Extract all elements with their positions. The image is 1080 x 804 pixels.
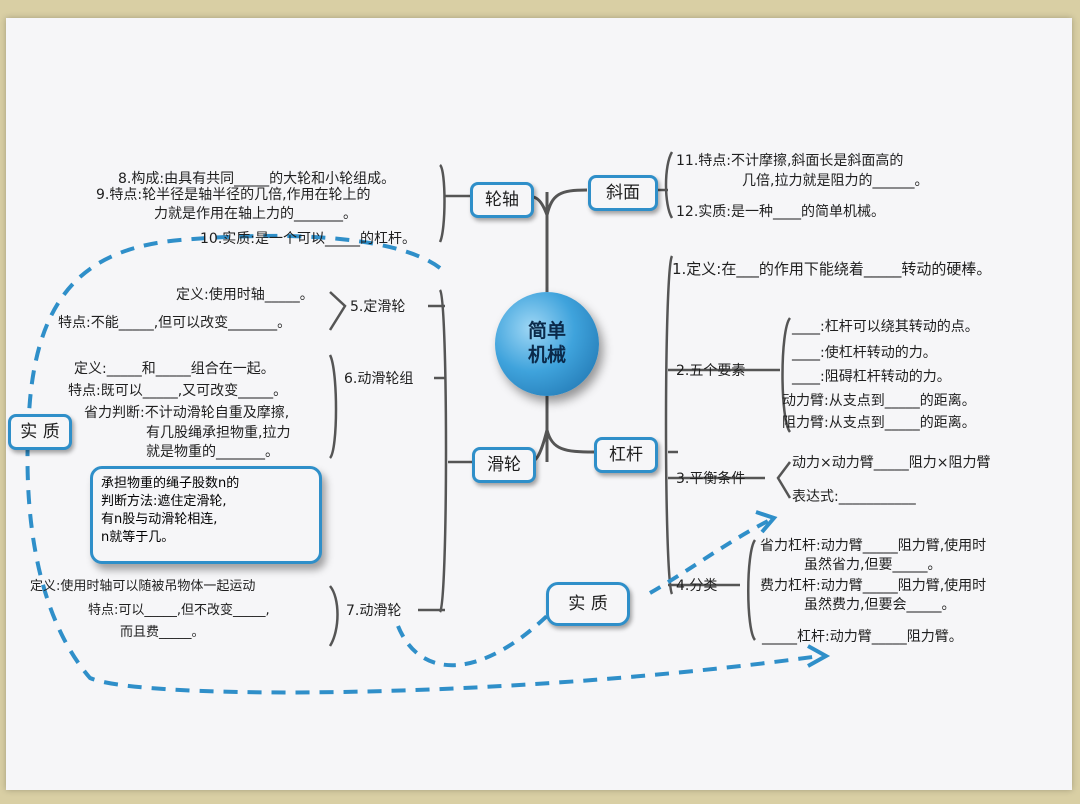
node-hualun: 滑轮	[472, 447, 536, 483]
gangan-five-label: 2.五个要素	[676, 363, 746, 379]
group-item-1: 定义:_____和_____组合在一起。	[74, 361, 275, 377]
fixed-label: 5.定滑轮	[350, 299, 406, 315]
group-item-5: 就是物重的_______。	[146, 444, 279, 460]
note-line-3: 有n股与动滑轮相连,	[101, 512, 218, 527]
branch-xiemian	[545, 188, 588, 216]
dashed-arrowhead-bottom	[807, 644, 831, 668]
note-line-2: 判断方法:遮住定滑轮,	[101, 494, 227, 509]
group-item-4: 有几股绳承担物重,拉力	[146, 425, 291, 441]
dashed-mid-curve	[396, 518, 771, 668]
dashed-arrowhead-mid	[755, 510, 778, 534]
center-node: 简单 机械	[495, 292, 599, 396]
gangan-five-item-5: 阻力臂:从支点到_____的距离。	[782, 415, 976, 431]
branch-gangan	[545, 429, 595, 454]
node-xiemian: 斜面	[588, 175, 658, 211]
movable-item-3: 而且费_____。	[120, 625, 205, 640]
fixed-item-1: 定义:使用时轴_____。	[176, 287, 314, 303]
group-item-2: 特点:既可以_____,又可改变_____。	[68, 383, 288, 399]
node-shizhi-mid: 实 质	[546, 582, 630, 626]
xiemian-item-2: 几倍,拉力就是阻力的______。	[742, 173, 929, 189]
lunzhou-item-1: 8.构成:由具有共同_____的大轮和小轮组成。	[118, 171, 396, 187]
group-item-3: 省力判断:不计动滑轮自重及摩擦,	[84, 405, 290, 421]
sub-classify	[668, 539, 757, 641]
gangan-five-item-3: ____:阻碍杠杆转动的力。	[792, 369, 951, 385]
gangan-classify-item-1: 省力杠杆:动力臂_____阻力臂,使用时	[760, 538, 987, 554]
lunzhou-item-4: 10.实质:是一个可以_____的杠杆。	[200, 231, 416, 247]
note-line-4: n就等于几。	[101, 530, 175, 545]
sub-five	[668, 317, 792, 433]
gangan-definition: 1.定义:在___的作用下能绕着_____转动的硬棒。	[672, 260, 992, 278]
lunzhou-item-2: 9.特点:轮半径是轴半径的几倍,作用在轮上的	[96, 187, 371, 203]
bracket-lunzhou	[438, 164, 470, 243]
gangan-classify-item-3: 费力杠杆:动力臂_____阻力臂,使用时	[760, 578, 987, 594]
xiemian-item-3: 12.实质:是一种____的简单机械。	[676, 204, 885, 220]
sub-group	[328, 354, 445, 459]
gangan-five-item-1: ____:杠杆可以绕其转动的点。	[792, 319, 979, 335]
node-lunzhou: 轮轴	[470, 182, 534, 218]
bracket-hualun	[438, 289, 472, 613]
sub-movable	[328, 585, 445, 647]
xiemian-item-1: 11.特点:不计摩擦,斜面长是斜面高的	[676, 153, 904, 169]
gangan-balance-label: 3.平衡条件	[676, 471, 746, 487]
bracket-xiemian	[656, 151, 674, 219]
gangan-classify-item-2: 虽然省力,但要_____。	[804, 557, 942, 573]
gangan-classify-item-5: _____杠杆:动力臂_____阻力臂。	[762, 629, 963, 645]
node-shizhi-left: 实 质	[8, 414, 72, 450]
paper-sheet	[6, 18, 1072, 790]
gangan-classify-item-4: 虽然费力,但要会_____。	[804, 597, 956, 613]
gangan-balance-line1: 动力×动力臂_____阻力×阻力臂	[792, 455, 991, 471]
center-line1: 简单	[527, 320, 566, 342]
note-line-1: 承担物重的绳子股数n的	[101, 476, 240, 491]
gangan-five-item-4: 动力臂:从支点到_____的距离。	[782, 393, 976, 409]
center-line2: 机械	[527, 344, 566, 366]
dashed-left-loop	[25, 233, 821, 695]
gangan-balance-line2: 表达式:___________	[792, 489, 916, 505]
movable-item-1: 定义:使用时轴可以随被吊物体一起运动	[30, 579, 256, 594]
fixed-item-2: 特点:不能_____,但可以改变_______。	[58, 315, 292, 331]
movable-label: 7.动滑轮	[346, 603, 402, 619]
lunzhou-item-3: 力就是作用在轴上力的_______。	[154, 206, 357, 222]
node-gangan: 杠杆	[594, 437, 658, 473]
gangan-classify-label: 4.分类	[676, 578, 718, 594]
group-label: 6.动滑轮组	[344, 371, 414, 387]
sub-fixed	[328, 291, 445, 331]
movable-item-2: 特点:可以_____,但不改变_____,	[88, 603, 270, 618]
gangan-five-item-2: ____:使杠杆转动的力。	[792, 345, 937, 361]
note-box: 承担物重的绳子股数n的 判断方法:遮住定滑轮, 有n股与动滑轮相连, n就等于几…	[90, 466, 322, 564]
sub-balance	[668, 461, 792, 499]
bracket-gangan	[664, 255, 678, 595]
